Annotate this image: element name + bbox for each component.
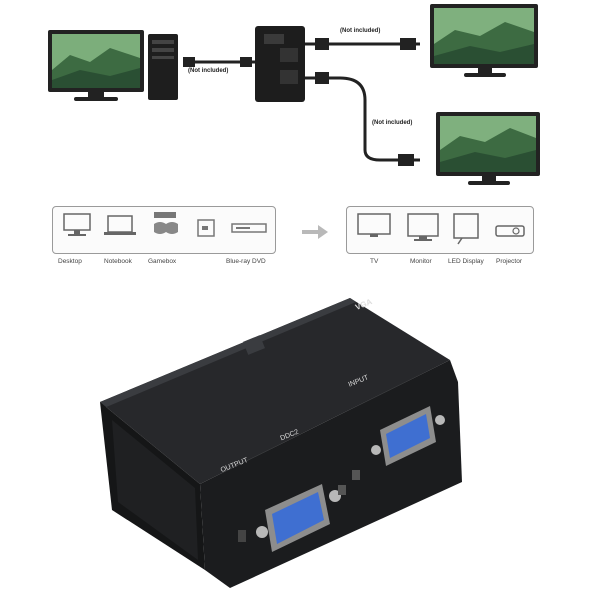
display-label-tv: TV [370,258,379,265]
bluray-dvd-icon [231,223,267,233]
vga-port-input [371,406,445,466]
pc-tower [148,34,178,100]
source-label-notebook: Notebook [104,258,132,265]
vga-plug [183,57,195,67]
cable-note-bottom-right: (Not included) [372,120,413,126]
monitor-icon [407,213,439,241]
display-monitor-bottom [436,112,540,185]
vga-port-output [256,484,341,552]
vga-plug [315,38,329,50]
display-label-led: LED Display [448,258,484,265]
display-label-monitor: Monitor [410,258,432,265]
notebook-icon [104,215,136,235]
vga-switch-device [100,298,462,588]
display-label-projector: Projector [496,258,523,265]
led-display-icon [453,213,479,245]
device-top-face [100,298,450,484]
dvr-icon [197,219,215,237]
vga-plug [398,154,414,166]
cable-note-top-right: (Not included) [340,28,381,34]
projector-icon [495,225,525,237]
cable-bottom-right [305,76,420,162]
vga-plug [400,38,416,50]
source-label-gamebox: Gamebox [148,258,177,265]
connection-diagram [48,4,540,185]
switch-box-small [255,26,305,102]
source-label-bluray: Blue-ray DVD [226,258,266,265]
cable-note-left: (Not included) [188,68,229,74]
desktop-icon [63,213,91,236]
gamebox-icon [154,212,178,234]
source-monitor [48,30,144,101]
vga-plug [240,57,252,67]
arrow-right-icon [302,225,328,239]
vga-plug [315,72,329,84]
device-icons [63,212,525,245]
source-label-desktop: Desktop [58,258,82,265]
display-monitor-top [430,4,538,77]
tv-icon [357,213,391,237]
